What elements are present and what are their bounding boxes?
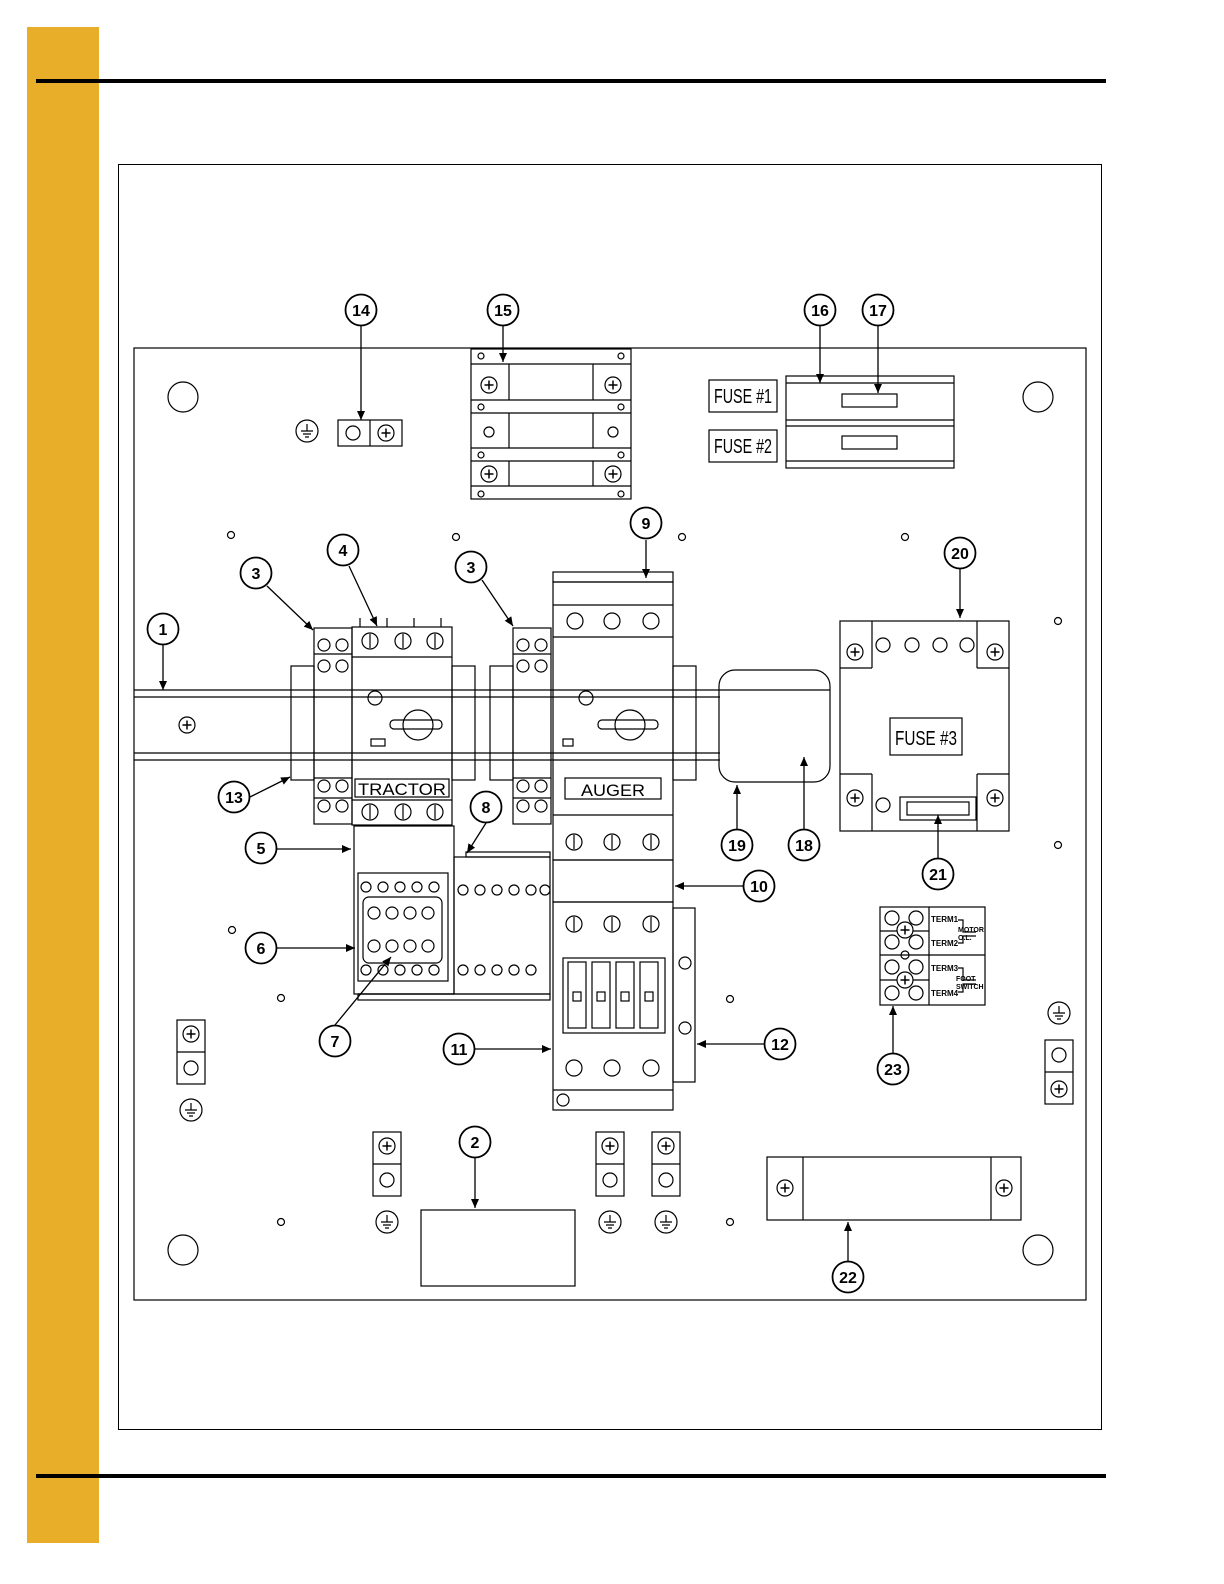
callout-number: 1 (159, 622, 168, 639)
tractor-label: TRACTOR (358, 780, 446, 799)
mounting-hole (1023, 1235, 1053, 1265)
callout-13: 13 (219, 782, 250, 813)
callout-number: 22 (839, 1270, 857, 1287)
callout-23: 23 (878, 1054, 909, 1085)
small-hole (727, 1219, 734, 1226)
small-hole (727, 996, 734, 1003)
callout-22: 22 (833, 1262, 864, 1293)
callout-number: 11 (451, 1042, 468, 1059)
callout-19: 19 (722, 830, 753, 861)
fuse-block-3 (840, 621, 1009, 831)
switch-label: SWITCH (956, 984, 984, 991)
ground-lug-bottom-2 (596, 1132, 624, 1233)
callout-14: 14 (346, 295, 377, 326)
ground-lug-bottom-3 (652, 1132, 680, 1233)
mounting-hole (168, 1235, 198, 1265)
callout-9: 9 (631, 508, 662, 539)
callout-5: 5 (246, 833, 277, 864)
small-hole (902, 534, 909, 541)
ground-lug-bottom-1 (373, 1132, 401, 1233)
ground-terminal-14 (296, 420, 402, 446)
callout-number: 15 (494, 303, 512, 320)
callout-number: 2 (471, 1135, 480, 1152)
callout-2: 2 (460, 1127, 491, 1158)
callout-number: 9 (642, 516, 651, 533)
auger-starter-assembly (490, 572, 696, 1110)
din-rail (134, 690, 720, 760)
ground-lug-left (177, 1020, 205, 1121)
motor-label: MOTOR (958, 927, 984, 934)
fuse1-label: FUSE #1 (714, 386, 772, 408)
ground-lug-right (1045, 1002, 1073, 1104)
callout-number: 23 (884, 1062, 902, 1079)
callout-number: 19 (728, 838, 746, 855)
small-hole (278, 1219, 285, 1226)
callout-number: 6 (257, 941, 266, 958)
term2-label: TERM2 (931, 939, 959, 948)
callout-17: 17 (863, 295, 894, 326)
ol-label: O.L. (958, 935, 972, 942)
callout-15: 15 (488, 295, 519, 326)
small-hole (228, 532, 235, 539)
callout-number: 3 (467, 560, 476, 577)
small-hole (1055, 842, 1062, 849)
callout-number: 5 (257, 841, 266, 858)
callout-number: 8 (482, 800, 491, 817)
callout-3: 3 (456, 552, 487, 583)
callout-number: 13 (225, 790, 243, 807)
callout-number: 21 (929, 867, 947, 884)
small-hole (1055, 618, 1062, 625)
small-hole (679, 534, 686, 541)
small-hole (278, 995, 285, 1002)
terminal-block-15 (471, 349, 631, 499)
term4-label: TERM4 (931, 989, 959, 998)
label-area-2 (421, 1210, 575, 1286)
callout-21: 21 (923, 859, 954, 890)
term3-label: TERM3 (931, 964, 959, 973)
small-hole (229, 927, 236, 934)
callout-number: 4 (339, 543, 348, 560)
callout-11: 11 (444, 1034, 475, 1065)
mounting-hole (168, 382, 198, 412)
term1-label: TERM1 (931, 915, 959, 924)
callout-7: 7 (320, 1026, 351, 1057)
callout-4: 4 (328, 535, 359, 566)
foot-label: FOOT (956, 976, 976, 983)
mounting-hole (1023, 382, 1053, 412)
callout-18: 18 (789, 830, 820, 861)
callout-20: 20 (945, 538, 976, 569)
auger-label: AUGER (581, 781, 645, 800)
callout-number: 16 (811, 303, 829, 320)
callout-12: 12 (765, 1029, 796, 1060)
callout-number: 17 (869, 303, 887, 320)
enclosure-22 (767, 1157, 1021, 1220)
callout-number: 10 (750, 879, 768, 896)
control-module-18 (719, 670, 830, 782)
callout-number: 14 (352, 303, 370, 320)
callout-16: 16 (805, 295, 836, 326)
callout-1: 1 (148, 614, 179, 645)
fuse2-label: FUSE #2 (714, 436, 772, 458)
callout-10: 10 (744, 871, 775, 902)
small-hole (453, 534, 460, 541)
callout-3: 3 (241, 558, 272, 589)
callout-number: 12 (771, 1037, 789, 1054)
tractor-overload-relay (354, 826, 550, 1000)
callout-number: 7 (331, 1034, 340, 1051)
callout-number: 20 (951, 546, 969, 563)
callout-number: 3 (252, 566, 261, 583)
callout-6: 6 (246, 933, 277, 964)
callout-number: 18 (795, 838, 813, 855)
fuse-holder (786, 376, 954, 468)
fuse3-label: FUSE #3 (895, 728, 957, 750)
callout-8: 8 (471, 792, 502, 823)
